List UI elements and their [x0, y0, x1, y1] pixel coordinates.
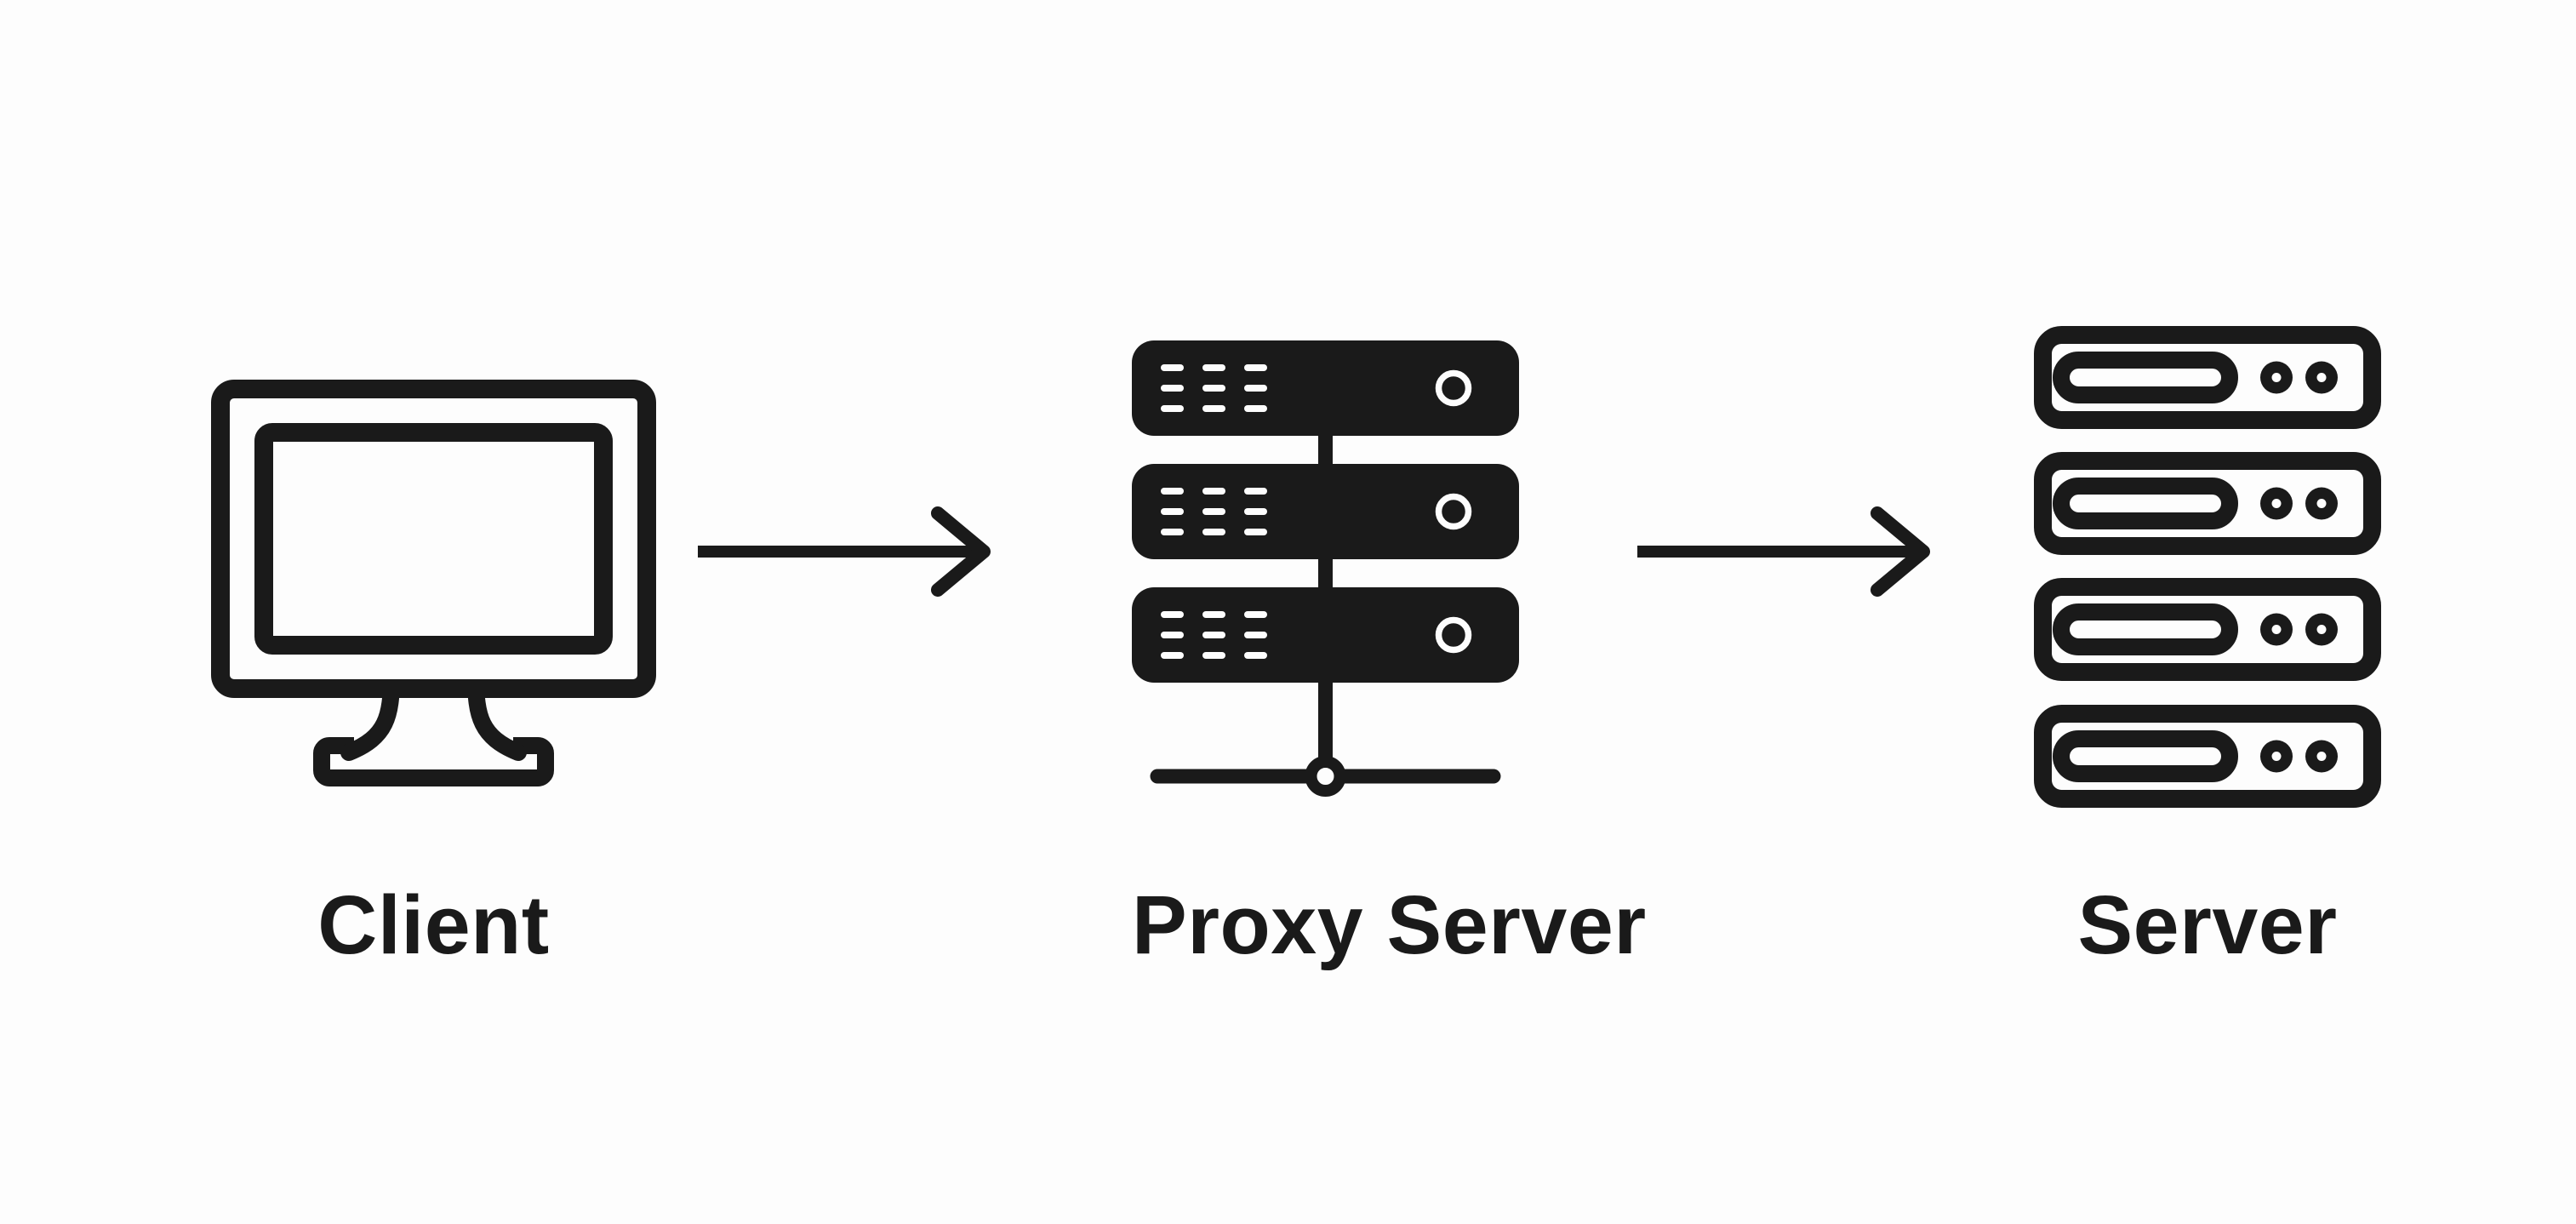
- node-server: [2034, 326, 2381, 808]
- rack-units-outline: [2034, 326, 2381, 808]
- client-label: Client: [317, 878, 550, 971]
- rack-units: [1132, 340, 1519, 683]
- rack-status-lights: [1435, 369, 1472, 654]
- arrow-client-to-proxy-icon: [698, 506, 991, 597]
- server-label: Server: [2077, 878, 2338, 971]
- node-proxy-server: [1132, 340, 1519, 804]
- server-rack-outline-icon: [2034, 326, 2381, 808]
- server-rack-filled-network-icon: [1132, 340, 1519, 797]
- proxy-server-label: Proxy Server: [1132, 878, 1647, 971]
- monitor-screen: [254, 423, 613, 655]
- arrow-proxy-to-server-icon: [1637, 506, 1930, 597]
- network-node: [1305, 756, 1346, 797]
- rack-vents: [1161, 364, 1267, 659]
- desktop-monitor-icon: [211, 380, 656, 786]
- node-client: [211, 380, 656, 788]
